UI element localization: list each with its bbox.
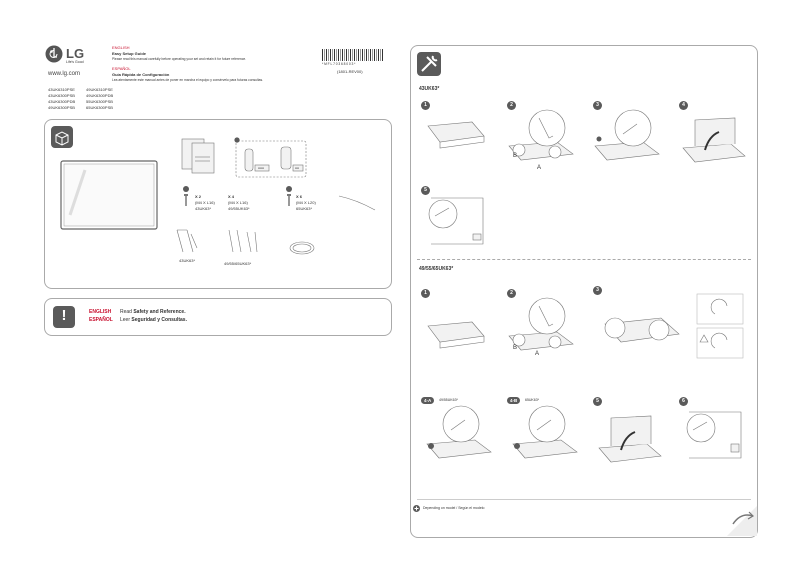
plus-icon xyxy=(413,505,420,512)
safety-spanish-text: Leer Seguridad y Consultas. xyxy=(120,317,187,323)
step-number: 3 xyxy=(593,101,602,110)
barcode-revision: (1801-REV00) xyxy=(337,69,363,74)
step1-illustration xyxy=(427,121,485,149)
step-number: 5 xyxy=(593,397,602,406)
screw-icon xyxy=(183,186,189,206)
step-number: 2 xyxy=(507,289,516,298)
step-tag-4b: 4-B xyxy=(507,397,521,404)
step-tag-4a: 4-A xyxy=(421,397,435,404)
footnote-divider xyxy=(417,499,751,500)
safety-spanish-label: ESPAÑOL xyxy=(89,317,113,323)
safety-panel: ! ENGLISH Read Safety and Reference. ESP… xyxy=(44,298,392,336)
barcode xyxy=(322,49,384,61)
brand-name: LG xyxy=(66,46,85,61)
setup-panel: 43UK63* 1 2 B A 3 4 5 49/55/65UK63* 1 xyxy=(410,45,758,538)
s2-caution-illustration xyxy=(696,293,744,359)
screw-spec-1: (M4 X L16) xyxy=(195,200,215,205)
s2-step5-illustration xyxy=(598,415,662,463)
warning-icon: ! xyxy=(53,306,75,328)
guide-spanish-text: Lea atentamente este manual antes de pon… xyxy=(112,78,264,82)
remote-illustration xyxy=(234,137,307,178)
point-b-label: B xyxy=(513,153,518,159)
guide-english-label: ENGLISH xyxy=(112,45,130,50)
step-4b-model: 65UK63* xyxy=(525,398,540,402)
step-number: 5 xyxy=(421,186,430,195)
battery-label-aa: AA xyxy=(295,166,300,170)
step4-illustration xyxy=(682,117,746,163)
s2-step1-illustration xyxy=(427,321,485,349)
screw-qty-1: X 2 xyxy=(195,194,202,199)
s2-step2-illustration xyxy=(508,297,574,351)
section-49-title: 49/55/65UK63* xyxy=(419,266,454,272)
s2-step4b-illustration xyxy=(512,405,578,459)
guide-english-title: Easy Setup Guide xyxy=(112,51,147,56)
screw-model-1: 43UK63* xyxy=(195,206,212,211)
lg-face-icon xyxy=(45,45,63,63)
power-cord-illustration xyxy=(289,241,315,255)
screw-model-2: 49/55UK63* xyxy=(228,206,250,211)
screw-icon xyxy=(286,186,292,206)
step5-illustration xyxy=(428,197,484,245)
point-a-label: A xyxy=(535,351,540,357)
step-number: 2 xyxy=(507,101,516,110)
point-a-label: A xyxy=(537,165,542,171)
step-number: 1 xyxy=(421,289,430,298)
screw-qty-3: X 6 xyxy=(296,194,303,199)
point-b-label: B xyxy=(513,345,518,351)
lg-logo: LG Life's Good xyxy=(45,45,105,67)
s2-step3-illustration xyxy=(604,317,680,343)
screw-spec-2: (M4 X L16) xyxy=(228,200,248,205)
step-number: 6 xyxy=(679,397,688,406)
step2-illustration xyxy=(508,109,574,161)
section-divider xyxy=(417,259,751,260)
guide-spanish-label: ESPAÑOL xyxy=(112,66,131,71)
box-icon xyxy=(51,126,73,148)
guide-english-text: Please read this manual carefully before… xyxy=(112,57,247,61)
step-4a-model: 49/55UK63* xyxy=(439,398,458,402)
battery-label-aaa: AAA xyxy=(258,166,265,170)
stand-49-illustration xyxy=(228,229,258,253)
step-number: 4 xyxy=(679,101,688,110)
footnote: Depending on model / Según el modelo xyxy=(423,506,485,510)
screw-qty-2: X 4 xyxy=(228,194,235,199)
guide-spanish-title: Guía Rápida de Configuración xyxy=(112,72,170,77)
website: www.lg.com xyxy=(48,71,81,77)
safety-english-text: Read Safety and Reference. xyxy=(120,309,186,315)
section-43-title: 43UK63* xyxy=(419,86,440,92)
barcode-code: *MFL70368003* xyxy=(322,62,357,66)
step-number: 1 xyxy=(421,101,430,110)
tools-icon xyxy=(417,52,441,76)
stand-label-49: 49/55/65UK63* xyxy=(224,261,252,266)
safety-english-label: ENGLISH xyxy=(89,309,112,315)
cable-illustration xyxy=(338,195,376,211)
s2-step4a-illustration xyxy=(426,405,492,459)
stand-label-43: 43UK63* xyxy=(179,258,196,263)
step-number: 3 xyxy=(593,286,602,295)
stand-43-illustration xyxy=(176,229,198,253)
page-turn-icon xyxy=(727,506,757,536)
tv-illustration xyxy=(60,160,158,230)
step3-illustration xyxy=(594,109,660,161)
screw-spec-3: (M4 X L20) xyxy=(296,200,316,205)
s2-step6-illustration xyxy=(686,411,742,459)
brand-tagline: Life's Good xyxy=(66,60,84,64)
screw-model-3: 65UK63* xyxy=(296,206,313,211)
accessories-panel: AAA AA X 2 (M4 X L16) 43UK63* X 4 (M4 X … xyxy=(44,119,392,289)
manual-illustration xyxy=(181,138,215,174)
